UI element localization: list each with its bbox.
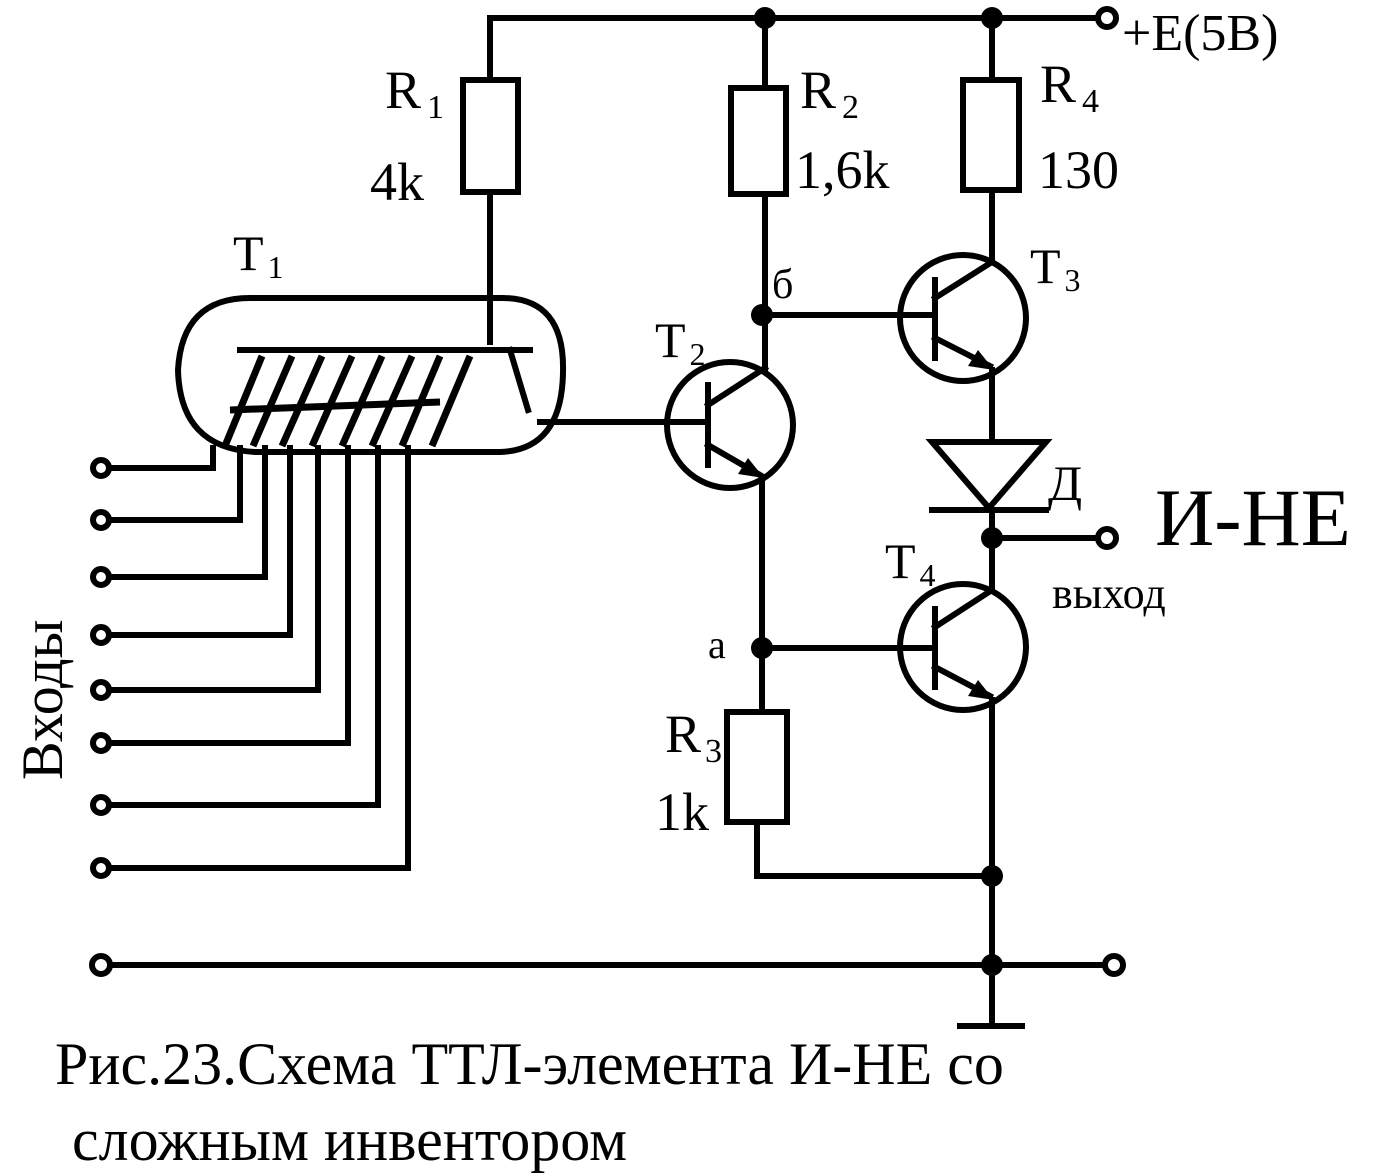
- input-terminal-8: [90, 857, 112, 879]
- input-terminal-1: [90, 457, 112, 479]
- r1-value: 4k: [370, 152, 424, 212]
- r2-value: 1,6k: [795, 140, 890, 200]
- input-terminal-7: [90, 794, 112, 816]
- output-terminal: [1095, 526, 1119, 550]
- output-label: выход: [1052, 569, 1166, 618]
- resistor-r2: [728, 85, 789, 197]
- r3-value: 1k: [655, 782, 709, 842]
- resistor-r1: [460, 77, 521, 195]
- output-type-label: И-НЕ: [1155, 472, 1351, 563]
- transistor-t2: [657, 359, 796, 491]
- resistor-r3: [724, 709, 790, 825]
- input-terminal-5: [90, 679, 112, 701]
- input-terminals: [90, 457, 112, 879]
- input-terminal-2: [90, 509, 112, 531]
- supply-label: +E(5В): [1122, 5, 1278, 62]
- input-terminal-6: [90, 732, 112, 754]
- figure-caption-line-2: сложным инвентором: [72, 1107, 628, 1173]
- inputs-label: Входы: [10, 619, 75, 780]
- input-terminal-4: [90, 624, 112, 646]
- supply-rail: [487, 6, 1119, 91]
- diode: [925, 439, 1053, 513]
- supply-terminal: [1095, 6, 1119, 30]
- node-a-junction: [751, 637, 773, 659]
- output-junction: [981, 527, 1003, 549]
- ground-terminal-left: [89, 953, 113, 977]
- transistor-t1: [174, 295, 663, 455]
- figure-caption-line-1: Рис.23.Схема ТТЛ-элемента И-НЕ со: [55, 1031, 1004, 1097]
- resistor-r4: [960, 77, 1022, 193]
- node-b-junction: [751, 304, 773, 326]
- diode-label: Д: [1048, 455, 1082, 511]
- input-lines: [104, 445, 411, 871]
- transistor-t3: [897, 252, 1029, 384]
- transistor-t4: [897, 581, 1029, 713]
- ground-terminal-right: [1102, 953, 1126, 977]
- input-terminal-3: [90, 566, 112, 588]
- node-a-label: а: [708, 622, 726, 667]
- r4-value: 130: [1038, 140, 1119, 200]
- node-b-label: б: [772, 262, 793, 308]
- ground-rail: [89, 953, 1126, 1029]
